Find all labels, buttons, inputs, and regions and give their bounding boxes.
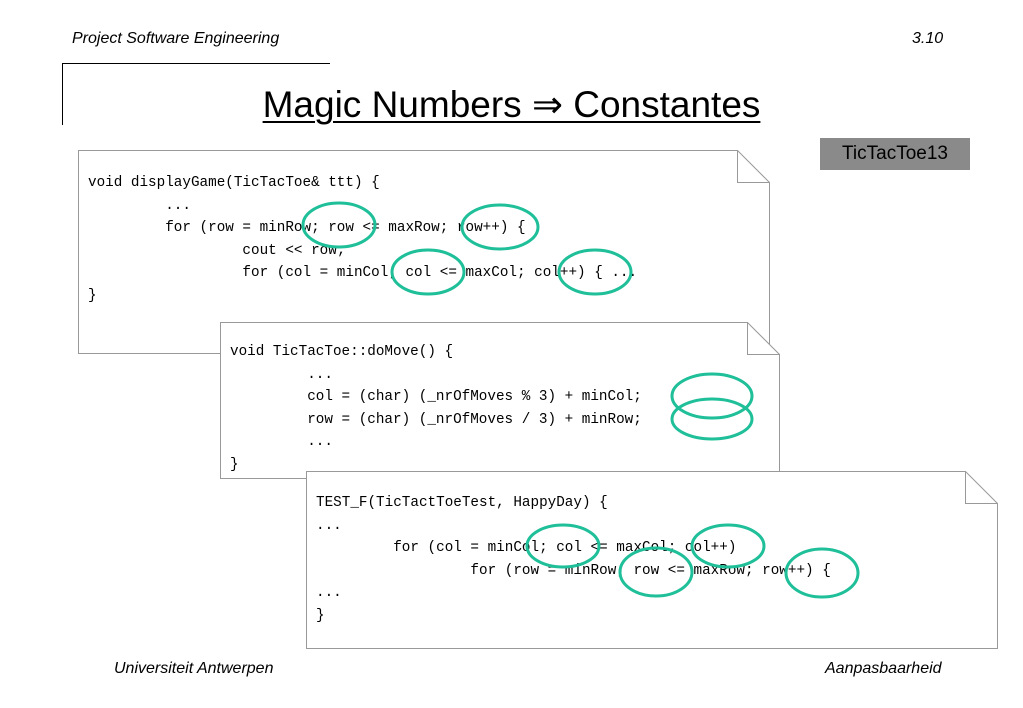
highlight-ring [557,248,633,296]
slide-title: Magic Numbers ⇒ Constantes [262,84,761,125]
code-line: col = (char) (_nrOfMoves % 3) + minCol; [230,389,642,406]
code-note-test: TEST_F(TicTactToeTest, HappyDay) {... fo… [306,471,998,649]
code-line: void TicTacToe::doMove() { [230,344,454,360]
footer-university: Universiteit Antwerpen [114,660,274,677]
code-listing: void TicTacToe::doMove() { ... col = (ch… [230,341,642,477]
code-line: TEST_F(TicTactToeTest, HappyDay) { [316,495,608,511]
footer-topic: Aanpasbaarheid [825,660,942,677]
highlight-ring [525,523,601,569]
code-note-do-move: void TicTacToe::doMove() { ... col = (ch… [220,322,780,479]
header-rule-horizontal [62,63,330,64]
highlight-ring [670,397,754,441]
note-shape [220,322,780,479]
note-shape [78,150,770,354]
code-line: } [230,456,239,473]
code-line: for (row = minRow; row <= maxRow; row++)… [316,562,831,579]
highlight-ring [618,546,694,598]
highlight-ring [301,201,377,249]
code-line: ... [230,366,333,383]
highlight-ring [390,248,466,296]
code-line: void displayGame(TicTacToe& ttt) { [88,175,380,191]
code-line: ... [316,585,342,602]
code-line: ... [230,434,333,451]
code-line: row = (char) (_nrOfMoves / 3) + minRow; [230,411,642,428]
code-line: } [316,607,325,624]
header-rule-vertical [62,63,63,125]
code-line: for (col = minCol; col <= maxCol; col++)… [88,265,638,282]
highlight-ring [670,372,754,420]
slide-number: 3.10 [912,30,944,47]
highlight-ring [460,203,540,251]
highlight-ring [690,523,766,569]
code-line: ... [88,197,191,214]
code-listing: TEST_F(TicTactToeTest, HappyDay) {... fo… [316,492,831,628]
note-shape [306,471,998,649]
course-title: Project Software Engineering [72,30,280,47]
code-line: for (col = minCol; col <= maxCol; col++) [316,540,737,557]
highlight-ring [784,547,860,599]
example-badge: TicTacToe13 [820,138,970,170]
code-line: } [88,287,97,304]
code-line: ... [316,517,342,534]
